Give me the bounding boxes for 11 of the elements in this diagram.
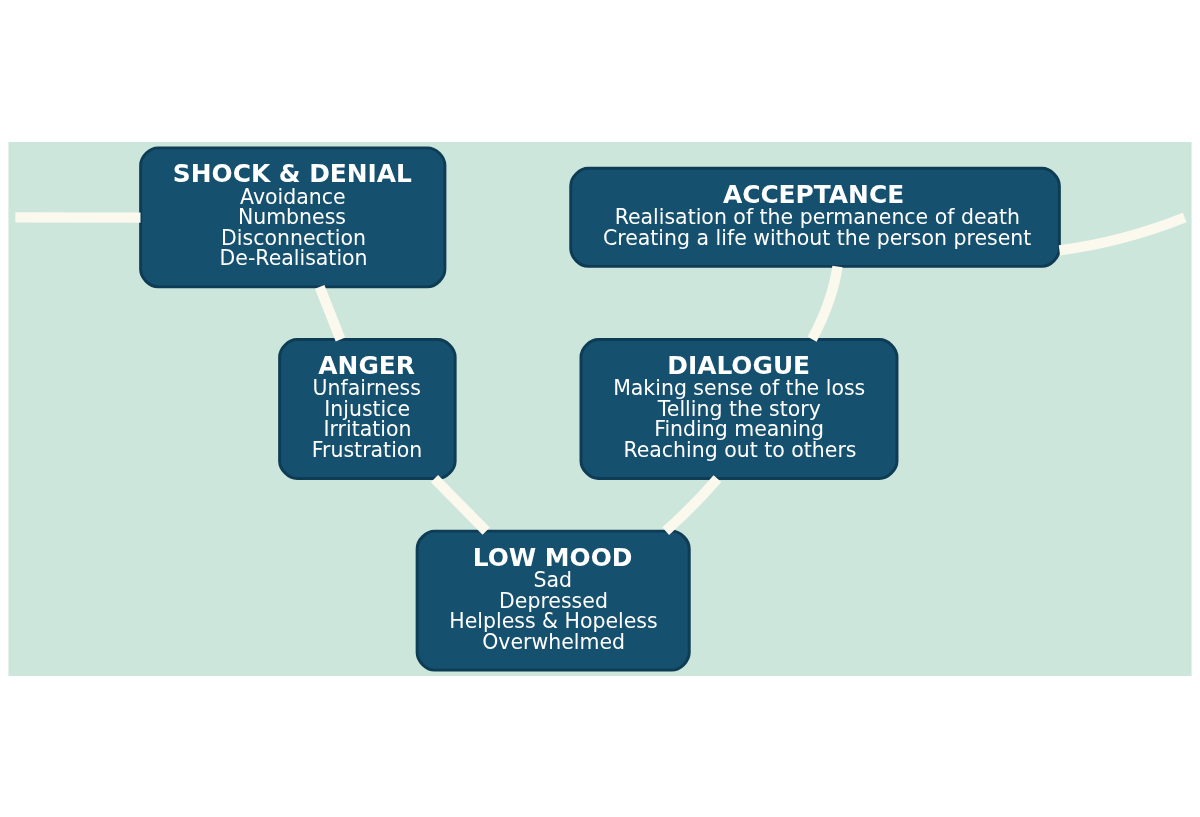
node-box: LOW MOOD Sad Depressed Helpless & Hopeless Overwhelmed <box>415 529 691 672</box>
connector <box>314 284 346 341</box>
connector <box>807 265 843 342</box>
node-box: DIALOGUE Making sense of the loss Telling the story Finding meaning Reaching out to others <box>579 337 899 480</box>
connector <box>662 474 722 535</box>
connector <box>1058 212 1187 255</box>
node-box: SHOCK & DENIAL Avoidance Numbness Disconnection De-Realisation <box>139 145 447 288</box>
node-box: ANGER Unfairness Injustice Irritation Frustration <box>278 337 457 480</box>
node-box: ACCEPTANCE Realisation of the permanence of death Creating a life without the person present <box>569 166 1061 268</box>
connector <box>430 474 490 535</box>
connector <box>15 211 141 223</box>
